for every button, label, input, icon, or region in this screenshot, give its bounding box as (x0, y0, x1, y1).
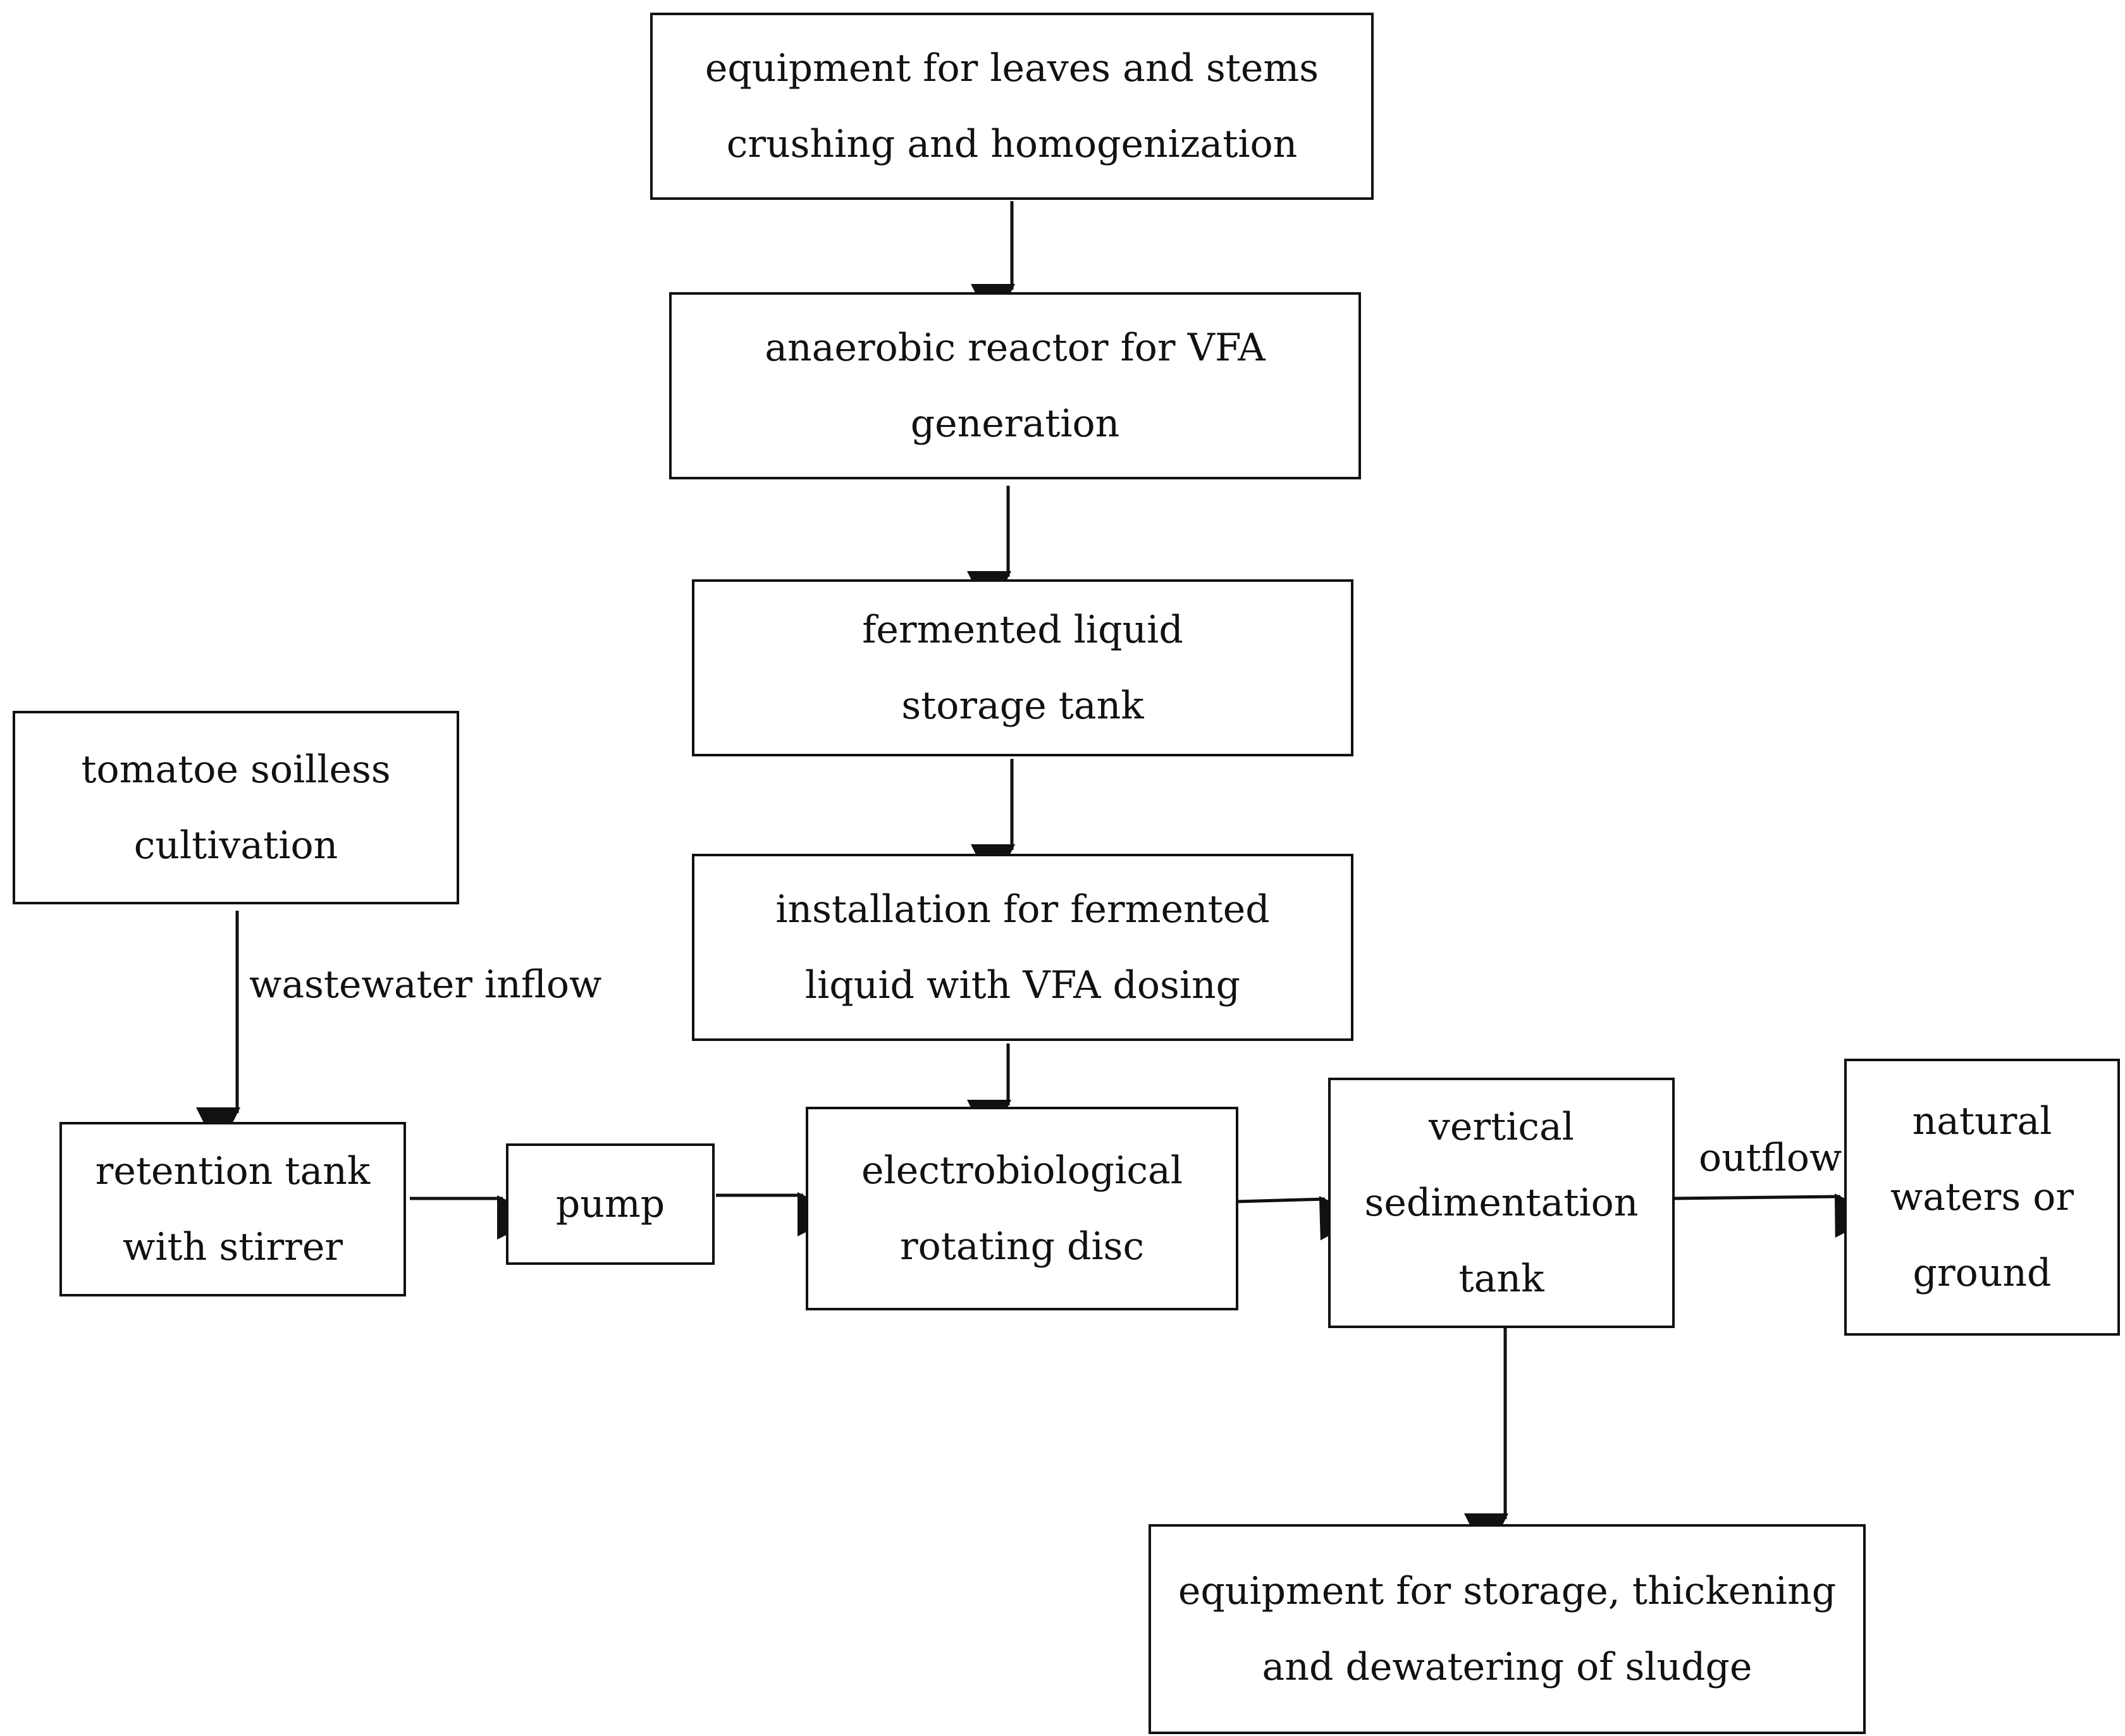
edge-label-outflow: outflow (1699, 1136, 1842, 1180)
node-fermented-storage: fermented liquid storage tank (692, 579, 1353, 756)
node-anaerobic-line-1: anaerobic reactor for VFA (765, 326, 1266, 370)
node-natural-waters-line-3: ground (1912, 1251, 2052, 1295)
node-natural-waters: natural waters or ground (1844, 1059, 2120, 1336)
node-sludge-line-1: equipment for storage, thickening (1178, 1569, 1837, 1613)
node-crushing-line-1: equipment for leaves and stems (705, 46, 1319, 90)
node-dosing-line-1: installation for fermented (775, 887, 1270, 932)
node-fermented-storage-line-1: fermented liquid (862, 608, 1183, 652)
node-tomatoe-line-2: cultivation (133, 823, 338, 868)
node-retention-line-2: with stirrer (122, 1225, 343, 1269)
node-retention-line-1: retention tank (95, 1149, 371, 1193)
node-sedimentation-line-2: sedimentation (1364, 1181, 1639, 1225)
node-sedimentation-line-3: tank (1458, 1257, 1544, 1301)
node-rotating-disc: electrobiological rotating disc (806, 1107, 1238, 1310)
node-fermented-storage-line-2: storage tank (901, 684, 1144, 728)
node-sludge-line-2: and dewatering of sludge (1262, 1645, 1752, 1689)
node-natural-waters-line-2: waters or (1890, 1175, 2074, 1219)
node-sludge: equipment for storage, thickening and de… (1149, 1524, 1866, 1734)
node-anaerobic-line-2: generation (910, 402, 1120, 446)
node-rotating-disc-line-2: rotating disc (899, 1224, 1145, 1269)
node-sedimentation: vertical sedimentation tank (1328, 1078, 1675, 1328)
node-dosing: installation for fermented liquid with V… (692, 854, 1353, 1041)
edge-label-wastewater-inflow: wastewater inflow (249, 963, 602, 1007)
node-anaerobic: anaerobic reactor for VFA generation (669, 292, 1361, 479)
node-retention: retention tank with stirrer (59, 1122, 406, 1296)
node-natural-waters-line-1: natural (1912, 1099, 2052, 1143)
arrow-rotating-disc-to-sedimentation (1235, 1196, 1364, 1241)
node-crushing: equipment for leaves and stems crushing … (650, 13, 1374, 200)
node-tomatoe-line-1: tomatoe soilless (81, 748, 391, 792)
arrow-sedimentation-to-natural-waters (1672, 1193, 1880, 1238)
node-crushing-line-2: crushing and homogenization (726, 122, 1298, 166)
node-sedimentation-line-1: vertical (1429, 1105, 1574, 1149)
node-pump: pump (506, 1143, 715, 1265)
node-pump-line-1: pump (555, 1182, 665, 1226)
node-dosing-line-2: liquid with VFA dosing (804, 963, 1241, 1007)
node-tomatoe: tomatoe soilless cultivation (13, 711, 459, 904)
node-rotating-disc-line-1: electrobiological (861, 1148, 1183, 1193)
